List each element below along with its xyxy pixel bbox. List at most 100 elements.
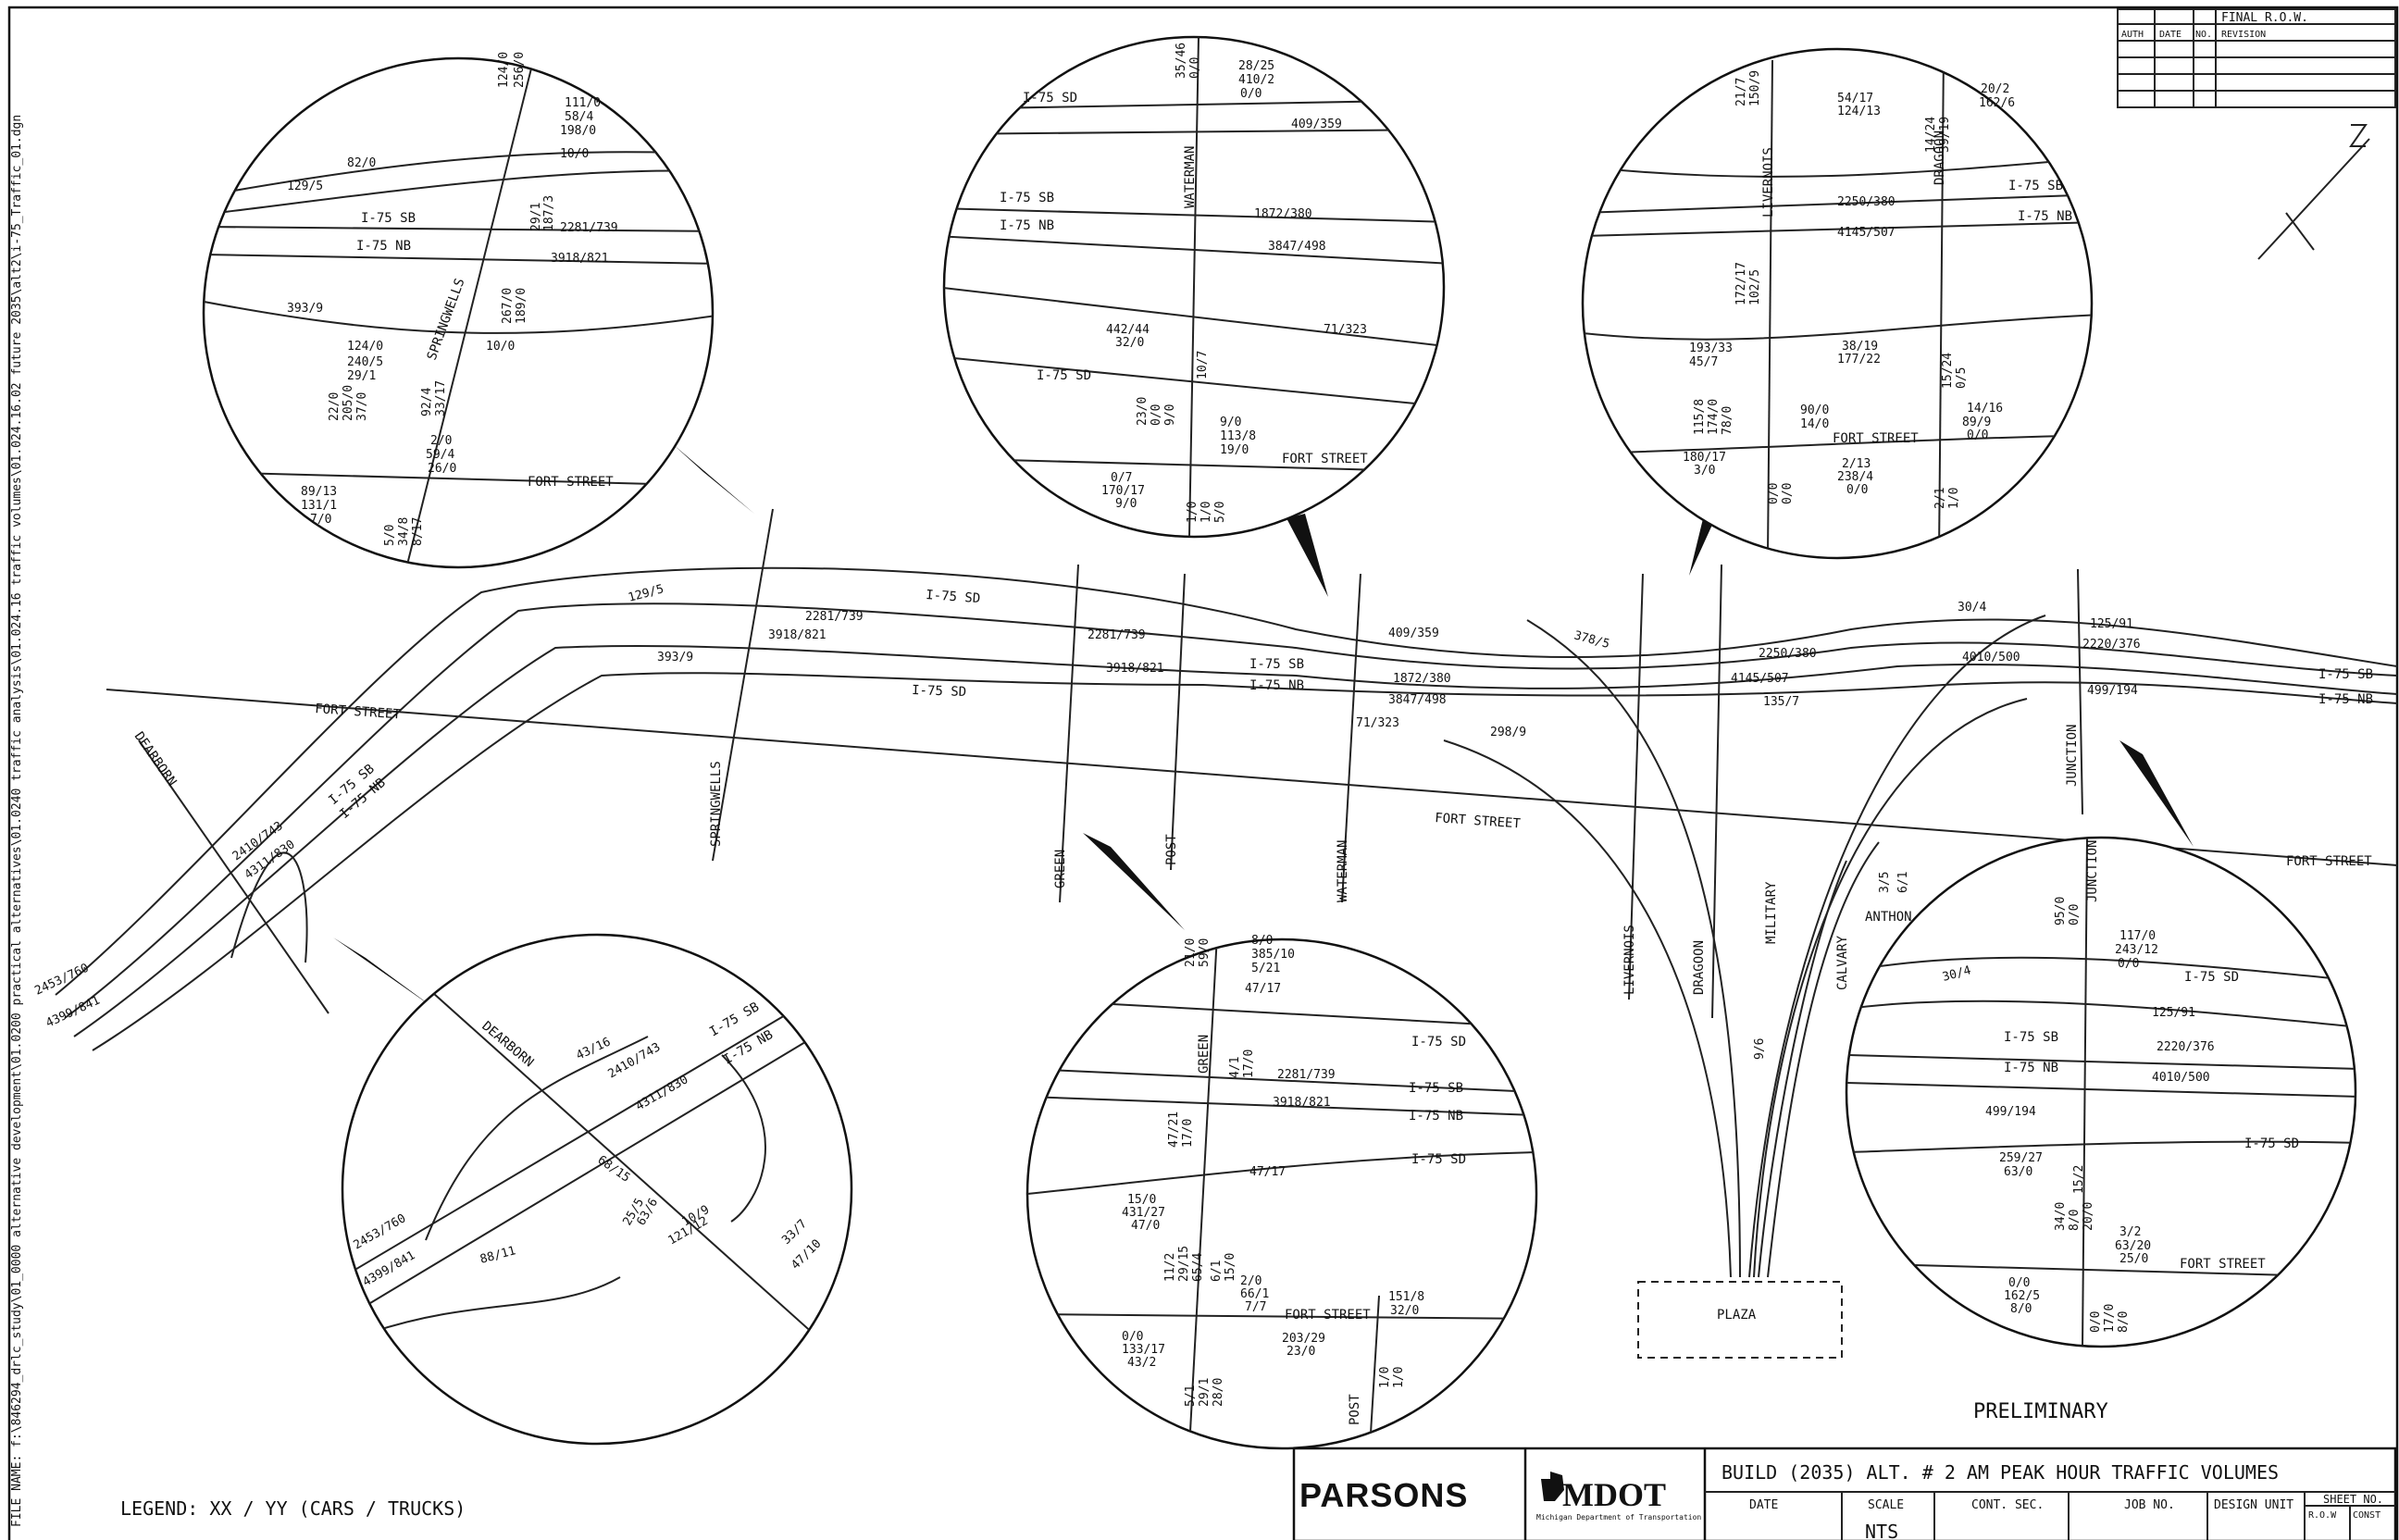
volume-label: 54/17 — [1837, 92, 1873, 106]
road-label: I-75 SD — [926, 588, 981, 606]
road-label: I-75 SD — [1023, 91, 1077, 106]
revision-block: FINAL R.O.W. AUTH DATE NO. REVISION — [2117, 8, 2396, 108]
volume-label: 71/323 — [1324, 323, 1367, 337]
road-label: I-75 SD — [2244, 1136, 2299, 1151]
volume-label: 29/1 — [529, 203, 543, 231]
i75-sd-line-1 — [55, 566, 2398, 996]
volume-label: 20/2 — [1981, 82, 2009, 96]
volume-label: 38/19 — [1842, 340, 1878, 354]
volume-label: 431/27 — [1122, 1206, 1165, 1220]
volume-label: 82/0 — [347, 156, 376, 170]
volume-label: 4010/500 — [1962, 651, 2020, 664]
volume-label: 150/9 — [1748, 70, 1762, 106]
col-sheet-no: SHEET NO. — [2323, 1493, 2383, 1506]
junction-line — [2077, 568, 2083, 815]
road-label: WATERMAN — [1336, 840, 1350, 902]
volume-label: 193/33 — [1689, 342, 1733, 355]
road-label: LIVERNOIS — [1622, 925, 1637, 995]
volume-label: 39/19 — [1938, 117, 1952, 153]
inset-junction: JUNCTION I-75 SD I-75 SB I-75 NB I-75 SD… — [1845, 836, 2357, 1348]
volume-label: 0/0 — [2008, 1276, 2030, 1290]
volume-label: 0/0 — [2089, 1311, 2103, 1333]
inset-green-post: GREEN POST I-75 SD I-75 SB I-75 NB I-75 … — [1025, 934, 1538, 1450]
volume-label: 124/13 — [1837, 105, 1881, 118]
volume-label: 29/1 — [1198, 1378, 1212, 1407]
volume-label: 442/44 — [1106, 323, 1150, 337]
volume-label: 129/5 — [627, 582, 665, 605]
volume-label: 78/0 — [1721, 406, 1734, 435]
volume-label: 133/17 — [1122, 1343, 1165, 1357]
volume-label: 189/0 — [515, 288, 528, 324]
volume-label: 409/359 — [1388, 627, 1439, 640]
volume-label: 3847/498 — [1268, 240, 1326, 254]
north-arrow-icon — [2257, 124, 2370, 260]
road-label: DRAGOON — [1692, 940, 1707, 995]
volume-label: 15/24 — [1941, 353, 1955, 389]
volume-label: 409/359 — [1291, 118, 1342, 131]
volume-label: 23/0 — [1287, 1345, 1315, 1359]
volume-label: 124/0 — [497, 52, 511, 88]
springwells-line — [712, 508, 774, 862]
sheet-border — [7, 6, 2399, 1540]
post-line — [1170, 573, 1186, 871]
volume-label: 19/0 — [1220, 443, 1249, 457]
road-label: I-75 SD — [1037, 368, 1091, 383]
volume-label: 267/0 — [501, 288, 515, 324]
volume-label: 33/17 — [434, 380, 448, 416]
volume-label: 203/29 — [1282, 1332, 1325, 1346]
volume-label: 4145/507 — [1837, 226, 1896, 240]
fort-street-line — [106, 689, 2398, 866]
volume-label: 10/0 — [486, 340, 515, 354]
volume-label: 180/17 — [1683, 451, 1726, 465]
road-label: FORT STREET — [528, 475, 614, 490]
col-date: DATE — [1749, 1498, 1778, 1512]
volume-label: 15/0 — [1224, 1253, 1237, 1282]
volume-label: 8/0 — [2117, 1311, 2131, 1333]
road-label: I-75 NB — [1000, 218, 1054, 233]
volume-label: 66/1 — [1240, 1287, 1269, 1301]
volume-label: 1/0 — [1200, 502, 1213, 523]
mdot-subtitle: Michigan Department of Transportation — [1536, 1513, 1701, 1521]
callout-pointer — [2119, 740, 2194, 847]
road-label: FORT STREET — [2180, 1257, 2266, 1272]
callout-pointer — [333, 938, 435, 1009]
road-label: I-75 SB — [1409, 1081, 1463, 1096]
livernois-line — [1628, 573, 1644, 1000]
road-label: CALVARY — [1835, 935, 1850, 990]
col-job-no: JOB NO. — [2124, 1498, 2175, 1512]
rev-no: NO. — [2195, 30, 2212, 40]
volume-label: 21/7 — [1734, 78, 1748, 106]
volume-label: 20/0 — [2082, 1202, 2095, 1231]
road-label: SPRINGWELLS — [709, 761, 724, 847]
volume-label: 378/5 — [1572, 628, 1611, 652]
volume-label: 1/0 — [1378, 1367, 1392, 1388]
volume-label: 3918/821 — [768, 628, 827, 642]
volume-label: 34/0 — [2054, 1202, 2068, 1231]
mdot-logo: MDOT — [1562, 1476, 1666, 1513]
volume-label: 115/8 — [1693, 399, 1707, 435]
volume-label: 22/0 — [328, 392, 342, 421]
volume-label: 34/8 — [397, 517, 411, 546]
volume-label: 131/1 — [301, 499, 337, 513]
volume-label: 2/13 — [1842, 457, 1871, 471]
volume-label: 90/0 — [1800, 404, 1829, 417]
preliminary-stamp: PRELIMINARY — [1973, 1400, 2108, 1423]
road-label: FORT STREET — [1435, 811, 1522, 831]
col-design-unit: DESIGN UNIT — [2214, 1498, 2293, 1512]
volume-label: 6/1 — [1210, 1261, 1224, 1282]
road-label: WATERMAN — [1183, 146, 1198, 208]
i75-sb-line — [64, 602, 2398, 1019]
volume-label: 259/27 — [1999, 1151, 2043, 1165]
volume-label: 125/91 — [2090, 617, 2133, 631]
volume-label: 172/17 — [1734, 262, 1748, 305]
dearborn-line — [138, 739, 329, 1014]
road-label: I-75 SD — [912, 683, 967, 700]
volume-label: 0/0 — [1967, 428, 1988, 442]
volume-label: 2220/376 — [2082, 638, 2141, 652]
volume-label: 0/0 — [2118, 957, 2139, 971]
volume-label: 47/17 — [1249, 1165, 1286, 1179]
volume-label: 26/0 — [428, 462, 456, 476]
col-row: R.O.W — [2308, 1510, 2337, 1521]
volume-label: 124/0 — [347, 340, 383, 354]
